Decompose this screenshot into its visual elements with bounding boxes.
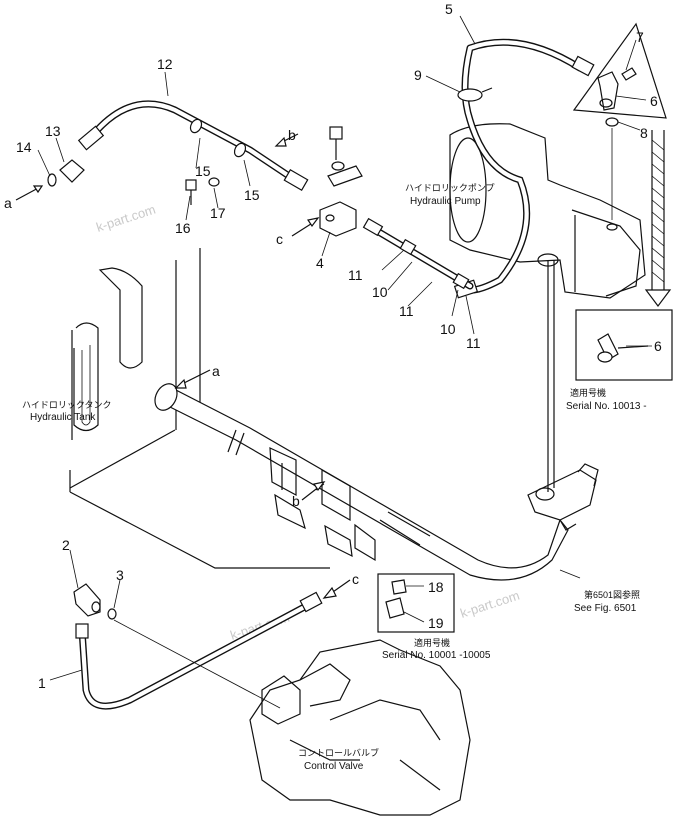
callout-19: 19 xyxy=(428,615,444,631)
callout-17: 17 xyxy=(210,205,226,221)
hose-5 xyxy=(453,38,595,299)
callout-18: 18 xyxy=(428,579,444,595)
fitting-inset xyxy=(572,22,667,220)
callout-15-b: 15 xyxy=(244,187,260,203)
hydraulic-tank-label: Hydraulic Tank xyxy=(30,412,96,423)
clamp-9 xyxy=(457,87,493,102)
serial-b-label-jp: 適用号機 xyxy=(414,637,450,648)
callout-15-a: 15 xyxy=(195,163,211,179)
callout-11-a: 11 xyxy=(348,267,363,283)
callout-6-b: 6 xyxy=(654,338,662,354)
suction-pipe xyxy=(154,255,599,581)
callout-12: 12 xyxy=(157,56,173,72)
callout-5: 5 xyxy=(445,1,453,17)
callout-3: 3 xyxy=(116,567,124,583)
hose-12 xyxy=(77,100,309,192)
reference-arrow xyxy=(644,130,672,307)
hydraulic-pump-label-jp: ハイドロリックポンプ xyxy=(405,183,495,193)
callout-14: 14 xyxy=(16,139,32,155)
see-fig-label: See Fig. 6501 xyxy=(574,603,637,614)
hydraulic-tank-label-jp: ハイドロリックタンク xyxy=(22,400,111,410)
callout-10-b: 10 xyxy=(440,321,456,337)
clamp-bracket xyxy=(327,126,363,187)
connector-b-top: b xyxy=(288,127,296,143)
control-valve xyxy=(249,639,471,816)
o-ring-3 xyxy=(107,608,117,620)
hydraulic-tank xyxy=(69,248,330,569)
hose-1 xyxy=(75,591,323,710)
see-fig-label-jp: 第6501図参照 xyxy=(584,589,640,600)
callout-2: 2 xyxy=(62,537,70,553)
callout-16: 16 xyxy=(175,220,191,236)
bolt-16 xyxy=(185,177,220,205)
callout-6-a: 6 xyxy=(650,93,658,109)
fitting-13 xyxy=(47,159,85,187)
serial-a-label: Serial No. 10013 - xyxy=(566,401,647,412)
watermark: k-part.com xyxy=(94,202,157,235)
tee-fitting-4 xyxy=(319,201,357,237)
control-valve-label-jp: コントロールバルブ xyxy=(298,747,379,758)
callout-11-c: 11 xyxy=(466,335,481,351)
connector-b-pipe: b xyxy=(292,493,300,509)
connector-a-tank: a xyxy=(212,363,220,379)
callout-9: 9 xyxy=(414,67,422,83)
connector-c-top: c xyxy=(276,231,283,247)
connector-a-left: a xyxy=(4,195,12,211)
callout-8: 8 xyxy=(640,125,648,141)
leader-lines xyxy=(37,15,652,709)
elbow-2 xyxy=(73,583,101,617)
callout-10-a: 10 xyxy=(372,284,388,300)
connector-arrows xyxy=(15,133,351,599)
serial-a-label-jp: 適用号機 xyxy=(570,387,606,398)
watermark: k-part.com xyxy=(458,588,521,621)
callout-4: 4 xyxy=(316,255,324,271)
control-valve-label: Control Valve xyxy=(304,761,364,772)
callout-1: 1 xyxy=(38,675,46,691)
callout-13: 13 xyxy=(45,123,61,139)
callout-7: 7 xyxy=(636,29,644,45)
connector-c-lower: c xyxy=(352,571,359,587)
pipe-10-11 xyxy=(362,217,474,290)
watermark: k-part.com xyxy=(228,610,291,643)
hydraulic-pump-label: Hydraulic Pump xyxy=(410,196,481,207)
serial-inset-box-b xyxy=(377,573,455,633)
callout-11-b: 11 xyxy=(399,303,414,319)
serial-b-label: Serial No. 10001 -10005 xyxy=(382,650,491,661)
